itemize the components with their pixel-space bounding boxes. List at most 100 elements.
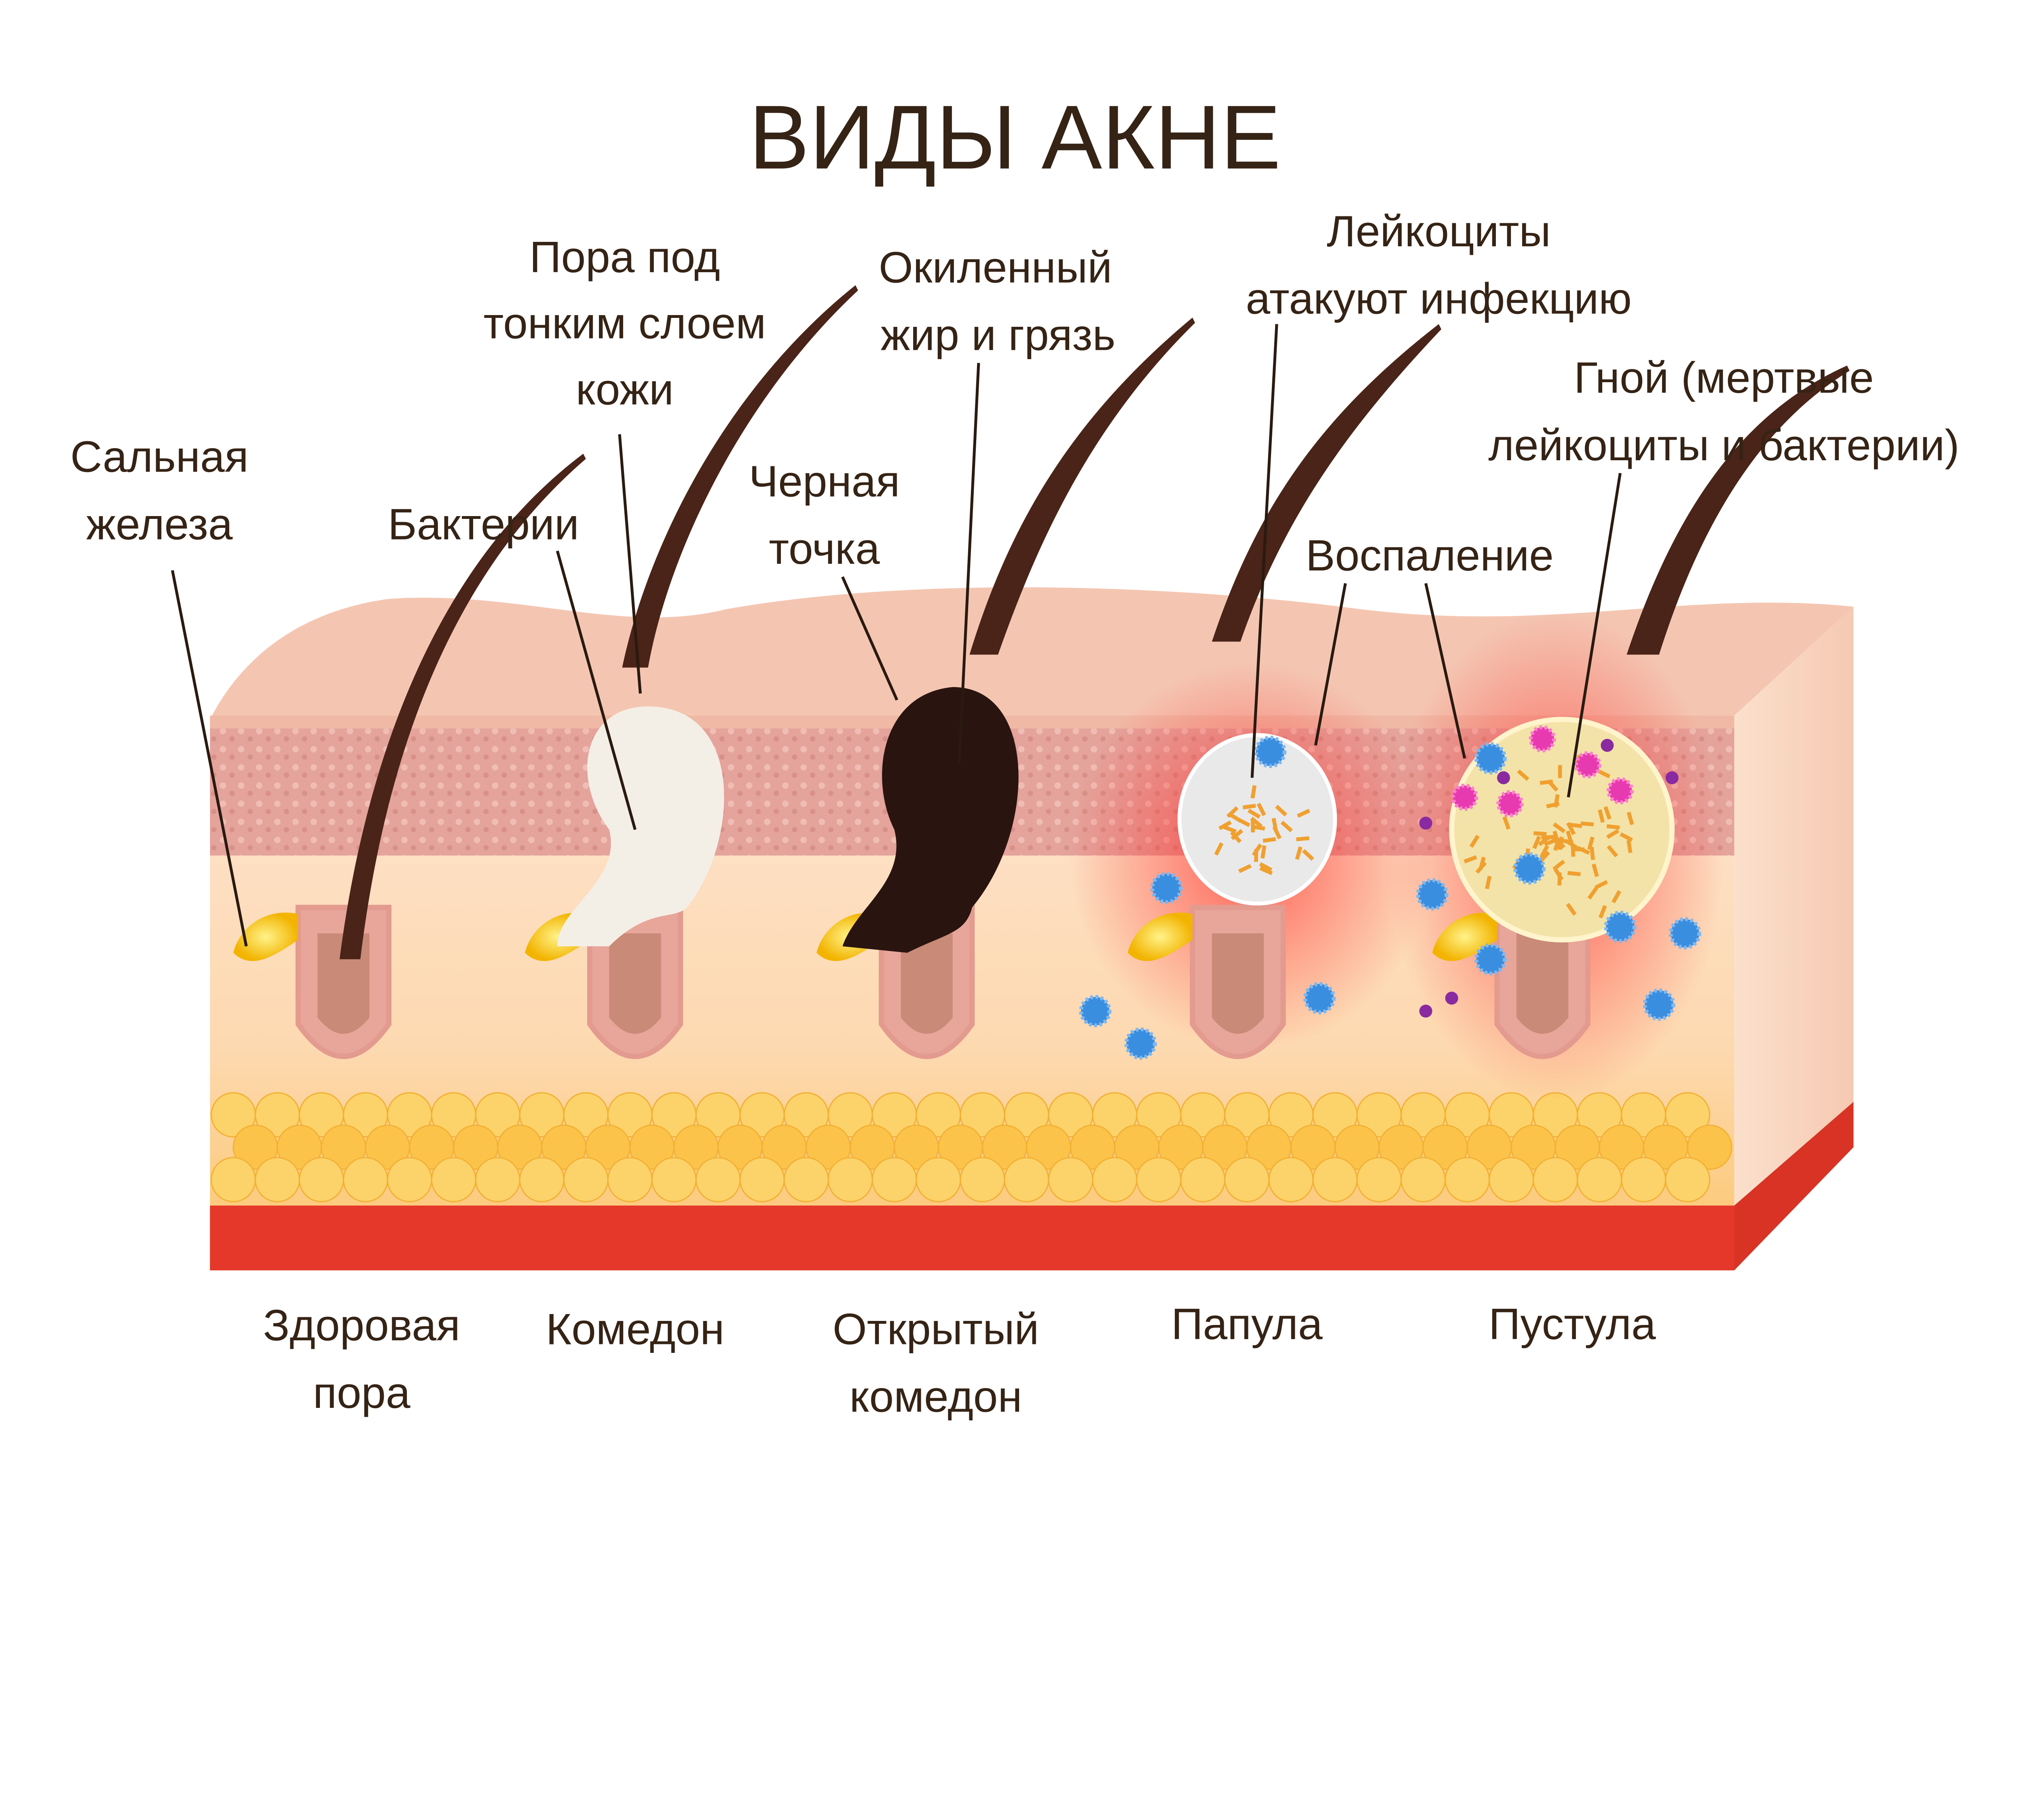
leader-line [958, 363, 980, 765]
leader-line [1567, 473, 1622, 798]
hair-strand [339, 453, 586, 959]
fat-cell [1004, 1157, 1049, 1202]
fat-cell [1489, 1157, 1534, 1202]
bacterium [1256, 803, 1266, 816]
bacterium [1567, 871, 1581, 876]
fat-cell [916, 1157, 961, 1202]
leukocyte [1474, 742, 1507, 775]
hair-strand [1626, 365, 1850, 655]
bacterium [1252, 843, 1263, 857]
fat-cell [519, 1157, 565, 1202]
stage-label-open-comedone: комедон [850, 1372, 1022, 1421]
bacterium [1302, 849, 1314, 861]
leukocyte [1669, 917, 1701, 950]
bacterium [1533, 831, 1547, 836]
fat-cell [1356, 1157, 1402, 1202]
bacterium [1553, 794, 1560, 808]
bacterium [1580, 821, 1594, 827]
papule [1177, 733, 1337, 906]
bacterium [1591, 863, 1599, 877]
bacterium [1544, 838, 1558, 847]
leukocyte [1303, 982, 1336, 1015]
bacterium [1603, 806, 1612, 820]
leukocyte [1079, 995, 1112, 1028]
fat-cell [1445, 1157, 1490, 1202]
bacterium [1576, 846, 1590, 855]
bacterium [1571, 843, 1576, 857]
label-blackhead: точка [769, 524, 880, 574]
dead-cell [1496, 790, 1524, 817]
label-pore-under-skin: кожи [576, 365, 674, 414]
fat-cell [1665, 1092, 1711, 1138]
leader-line [618, 434, 642, 694]
dead-cell [1606, 777, 1634, 804]
fat-cell [1048, 1157, 1093, 1202]
muscle-layer [210, 1205, 1734, 1271]
hair-root [1212, 933, 1264, 1034]
label-oxidized-oil: Окиленный [879, 243, 1112, 292]
bacterium [1587, 836, 1595, 850]
fat-cell [607, 1157, 653, 1202]
bacterium [1252, 825, 1265, 831]
bacterium [1419, 1004, 1432, 1018]
bacterium [1538, 851, 1550, 863]
leader-line [1250, 324, 1278, 778]
bacterium [1469, 835, 1480, 848]
annotation-labels: Сальная железа Бактерии Пора под тонким … [70, 207, 1959, 1421]
fat-cell [739, 1157, 785, 1202]
stage-label-healthy-pore: Здоровая [263, 1301, 460, 1350]
label-inflammation: Воспаление [1306, 531, 1554, 580]
fat-cell [1092, 1157, 1138, 1202]
label-leukocytes: атакуют инфекцию [1246, 274, 1631, 324]
bacterium [1226, 806, 1239, 818]
bacterium [1607, 845, 1618, 857]
bacterium [1553, 868, 1564, 881]
bacterium [1497, 771, 1510, 785]
bacterium [1280, 821, 1293, 832]
blackhead [842, 687, 1019, 953]
bacterium [1250, 785, 1257, 799]
leukocyte [1124, 1027, 1157, 1060]
stage-label-open-comedone: Открытый [833, 1305, 1039, 1354]
leader-line [841, 576, 899, 701]
leukocyte [1150, 872, 1183, 904]
bacterium [1626, 840, 1633, 853]
label-pore-under-skin: тонким слоем [484, 299, 766, 348]
bacterium [1485, 876, 1492, 889]
leader-line [556, 550, 637, 830]
fat-cell [1180, 1157, 1226, 1202]
stage-label-healthy-pore: пора [313, 1368, 410, 1418]
fat-cell [1268, 1157, 1314, 1202]
muscle-side-face [1734, 1102, 1854, 1271]
bacterium [1261, 845, 1267, 859]
leukocyte [1416, 878, 1449, 911]
bacterium [1250, 817, 1263, 828]
bacterium [1553, 837, 1561, 851]
hair-strand [622, 285, 858, 668]
bacterium [1558, 765, 1562, 778]
page-title: ВИДЫ АКНЕ [749, 87, 1281, 188]
bacterium [1214, 842, 1224, 856]
label-bacteria: Бактерии [388, 499, 579, 549]
fat-cells [210, 1092, 1732, 1202]
label-sebaceous-gland: железа [86, 499, 233, 549]
fat-cell [960, 1157, 1005, 1202]
bacterium [1502, 816, 1511, 830]
bacterium [1542, 834, 1556, 840]
bacterium [1606, 829, 1620, 839]
bacterium [1552, 822, 1566, 834]
skin-cross-section [210, 285, 1854, 1271]
stage-label-pustule: Пустула [1489, 1299, 1656, 1349]
leader-line [1424, 583, 1466, 759]
leukocyte [1643, 988, 1675, 1021]
bacterium [1297, 808, 1310, 818]
fat-cell [210, 1157, 256, 1202]
bacterium [1598, 905, 1607, 918]
hair-strand [1212, 324, 1442, 642]
fat-cell [343, 1157, 388, 1202]
label-blackhead: Черная [749, 457, 900, 506]
label-pus: Гной (мертвые [1574, 353, 1874, 402]
fat-cell [651, 1157, 697, 1202]
bacterium [1445, 991, 1458, 1005]
acne-diagram: ВИДЫ АКНЕ Сальная же [70, 87, 1959, 1422]
